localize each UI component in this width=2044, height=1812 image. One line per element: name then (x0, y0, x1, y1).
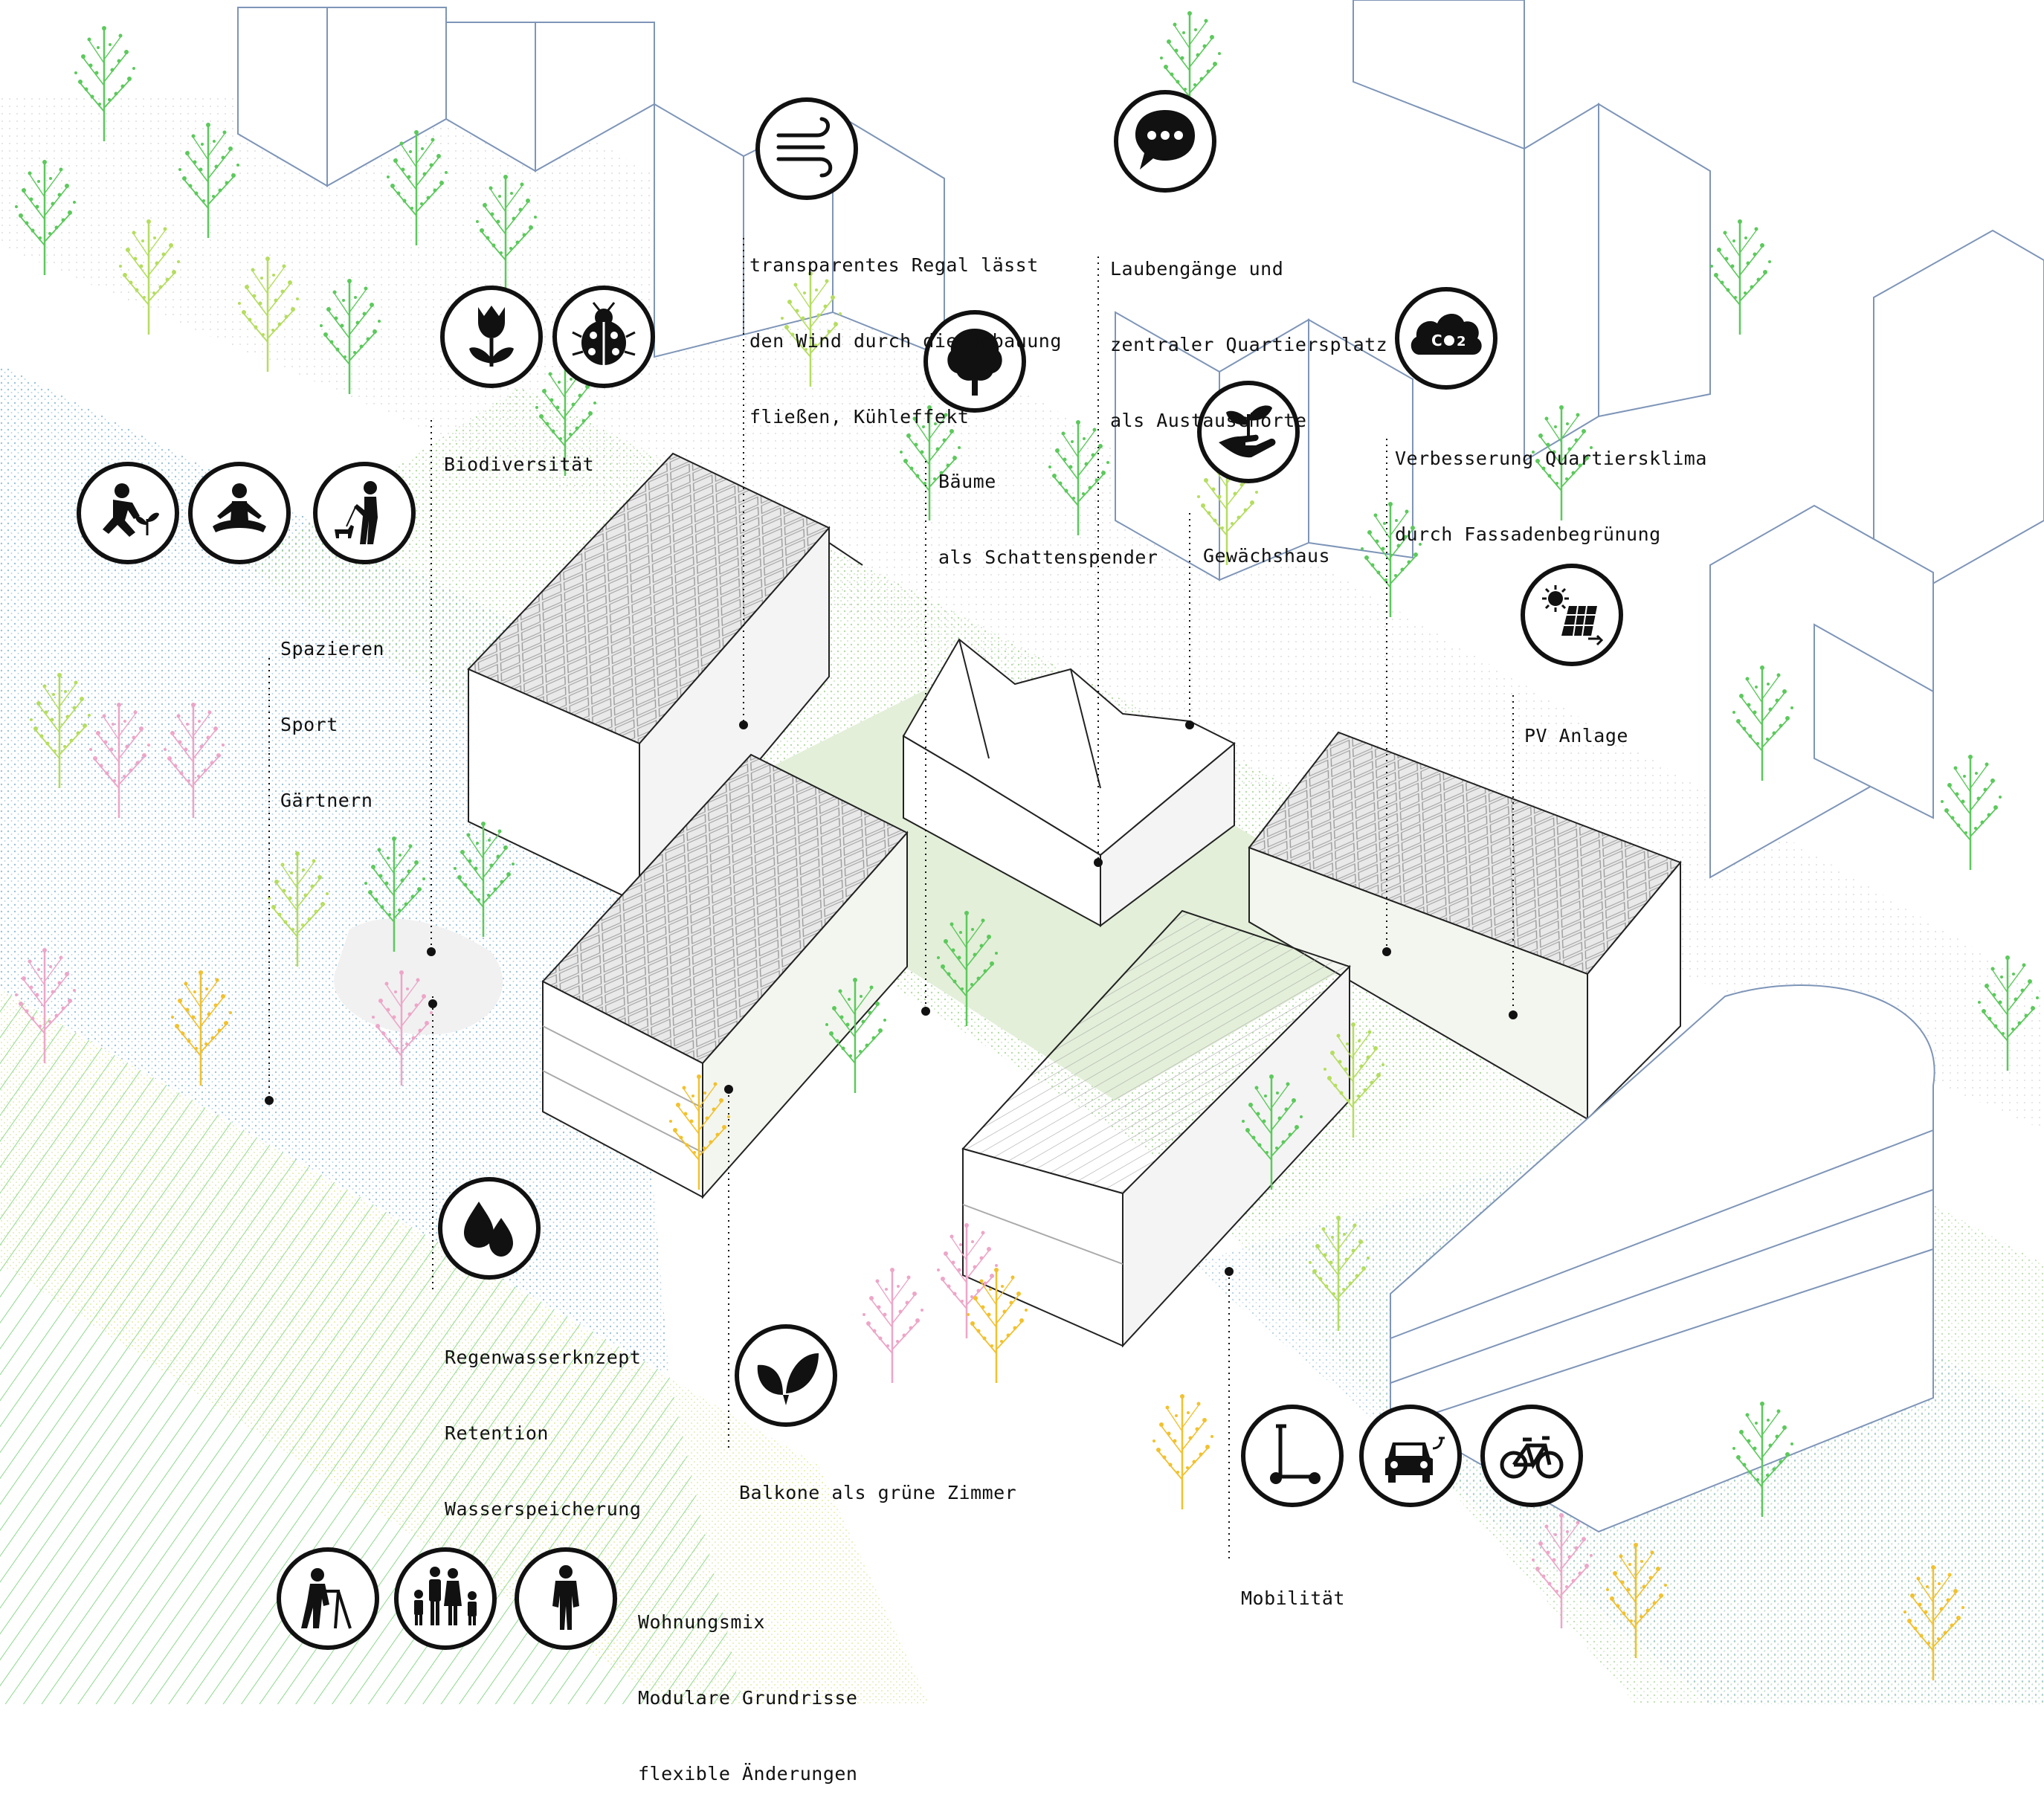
svg-text:C: C (1431, 332, 1442, 349)
ladybug-icon (555, 288, 653, 386)
sprout-hand-icon (1199, 383, 1297, 481)
isometric-site-diagram: C 2 (0, 0, 2044, 1704)
water-drops-icon (440, 1179, 538, 1277)
annotation-wind: transparentes Regal lässt den Wind durch… (749, 254, 1062, 428)
building-south-east-rounded (1390, 984, 1935, 1533)
solar-panel-icon (1523, 566, 1621, 664)
single-person-icon (517, 1550, 615, 1648)
yoga-person-icon (190, 464, 288, 562)
building-central (961, 909, 1351, 1348)
speech-bubble-icon (1116, 92, 1214, 190)
family-icon (396, 1550, 494, 1648)
leaves-icon (737, 1326, 835, 1425)
building-east (1248, 731, 1682, 1121)
bicycle-icon (1483, 1407, 1581, 1505)
annotation-exchange: Laubengänge und zentraler Quartiersplatz… (1110, 258, 1388, 431)
tree-icon (926, 312, 1024, 410)
building-west (541, 753, 909, 1199)
e-scooter-icon (1243, 1407, 1341, 1505)
greenhouse-hall (902, 638, 1236, 927)
leader-lines (268, 238, 1514, 1561)
co2-cloud-icon: C 2 (1397, 289, 1495, 387)
annotation-trees: Bäume als Schattenspender (938, 471, 1158, 568)
annotation-balconies: Balkone als grüne Zimmer (739, 1482, 1017, 1503)
annotation-mobility: Mobilität (1241, 1587, 1345, 1609)
electric-car-icon (1361, 1407, 1460, 1505)
annotation-leisure: Spazieren Sport Gärtnern (280, 638, 384, 811)
building-north-west (467, 452, 863, 906)
elderly-walker-icon (279, 1550, 377, 1648)
gardening-person-icon (79, 464, 177, 562)
annotation-greenhouse: Gewächshaus (1203, 545, 1331, 567)
annotation-biodiversity: Biodiversität (444, 454, 595, 475)
annotation-rainwater: Regenwasserknzept Retention Wasserspeich… (445, 1347, 642, 1520)
annotation-housing: Wohnungsmix Modulare Grundrisse flexible… (638, 1611, 858, 1784)
tulip-icon (442, 288, 541, 386)
annotation-pv: PV Anlage (1524, 725, 1628, 747)
dog-walking-icon (315, 464, 413, 562)
wind-icon (758, 100, 856, 198)
svg-text:2: 2 (1457, 334, 1466, 349)
annotation-climate: Verbesserung Quartiersklima durch Fassad… (1395, 448, 1707, 545)
leader-dots (265, 720, 1518, 1276)
